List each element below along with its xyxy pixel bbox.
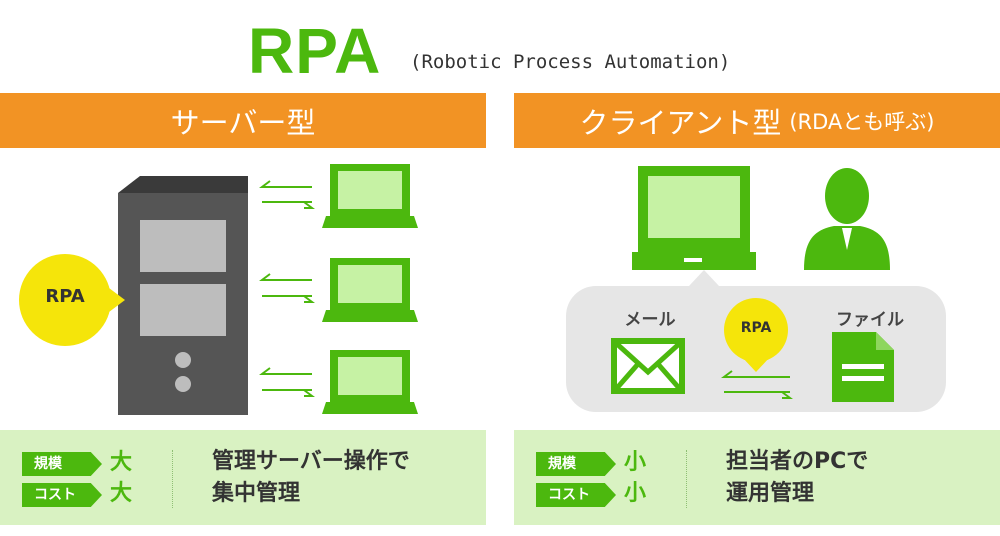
cost-tag: コスト bbox=[536, 483, 616, 507]
laptop-icon-3 bbox=[322, 350, 418, 414]
client-desc-line2: 運用管理 bbox=[726, 481, 815, 506]
scale-tag: 規模 bbox=[536, 452, 616, 476]
cost-value: 小 bbox=[624, 481, 647, 506]
exchange-arrows bbox=[721, 370, 793, 399]
client-desc-line1: 担当者のPCで bbox=[726, 449, 869, 474]
scale-value: 大 bbox=[110, 450, 133, 475]
client-type-note: (RDAとも呼ぶ) bbox=[789, 109, 935, 134]
client-type-title: クライアント型 bbox=[579, 105, 782, 140]
page-subtitle: (Robotic Process Automation) bbox=[410, 51, 731, 73]
server-summary-panel: 規模 大 コスト 大 管理サーバー操作で 集中管理 bbox=[0, 430, 486, 525]
scale-value: 小 bbox=[624, 450, 647, 475]
laptop-icon-2 bbox=[322, 258, 418, 322]
server-type-title: サーバー型 bbox=[170, 105, 316, 140]
divider bbox=[172, 450, 173, 508]
rpa-bubble-client bbox=[724, 298, 788, 372]
rpa-bubble-client-label: RPA bbox=[740, 320, 772, 336]
laptop-icon-1 bbox=[322, 164, 418, 228]
cost-tag: コスト bbox=[22, 483, 102, 507]
mail-label: メール bbox=[624, 310, 676, 330]
server-desc-line1: 管理サーバー操作で bbox=[212, 449, 410, 474]
client-diagram bbox=[566, 166, 946, 412]
scale-tag: 規模 bbox=[22, 452, 102, 476]
person-icon bbox=[804, 168, 890, 270]
server-icon bbox=[118, 176, 248, 415]
pc-monitor-icon bbox=[632, 166, 756, 270]
file-label: ファイル bbox=[836, 310, 904, 330]
arrows-bottom bbox=[259, 367, 315, 397]
server-diagram bbox=[19, 164, 418, 415]
rpa-bubble-server-label: RPA bbox=[45, 286, 85, 307]
arrows-top bbox=[259, 180, 315, 209]
arrows-middle bbox=[259, 273, 315, 303]
cost-value: 大 bbox=[110, 481, 133, 506]
server-desc-line2: 集中管理 bbox=[212, 481, 301, 506]
server-type-header: サーバー型 bbox=[0, 93, 486, 148]
client-type-header: クライアント型 (RDAとも呼ぶ) bbox=[514, 93, 1000, 148]
client-summary-panel: 規模 小 コスト 小 担当者のPCで 運用管理 bbox=[514, 430, 1000, 525]
page-title: RPA bbox=[248, 15, 382, 87]
mail-icon bbox=[611, 338, 685, 394]
file-icon bbox=[832, 332, 894, 402]
rpa-bubble-server bbox=[19, 254, 125, 346]
divider bbox=[686, 450, 687, 508]
